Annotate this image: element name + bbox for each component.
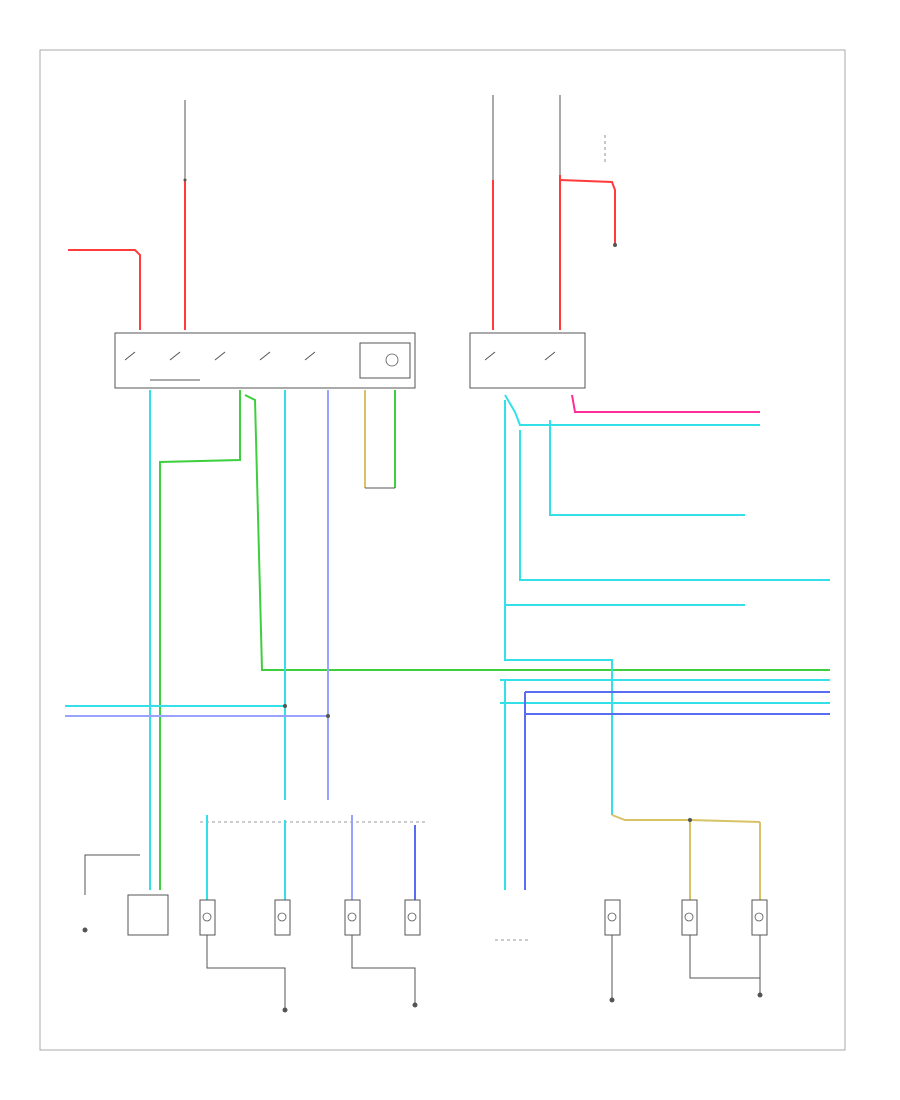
lamp-left-rear <box>681 899 698 936</box>
lamp-right-rear <box>751 899 768 936</box>
lamp-right-front-2 <box>404 899 421 936</box>
left-red-branch <box>68 249 141 330</box>
diagram-border <box>39 49 846 1051</box>
lamp-ground-wires <box>206 935 418 1013</box>
lamp-drop-wires <box>206 815 416 900</box>
tan-green-loop <box>364 390 396 489</box>
module-box <box>82 854 169 936</box>
left-bus-wires <box>65 704 330 718</box>
relay-block-right <box>469 332 586 389</box>
relay-block-left <box>114 332 416 389</box>
right-bus-wires <box>500 679 830 890</box>
lamp-center <box>604 899 621 1003</box>
right-hot-feed-b <box>559 95 617 330</box>
tan-feed-rear <box>611 814 761 900</box>
green-wire-long <box>244 394 830 671</box>
cyan-wires-right <box>504 394 830 815</box>
lamp-left-front-2 <box>274 899 291 936</box>
left-hot-feed <box>183 100 187 330</box>
lamp-left-front <box>199 899 216 936</box>
pink-wire-right <box>571 394 760 413</box>
rear-ground-wires <box>689 935 763 998</box>
lamp-right-front <box>344 899 361 936</box>
green-wire-left <box>159 390 241 890</box>
